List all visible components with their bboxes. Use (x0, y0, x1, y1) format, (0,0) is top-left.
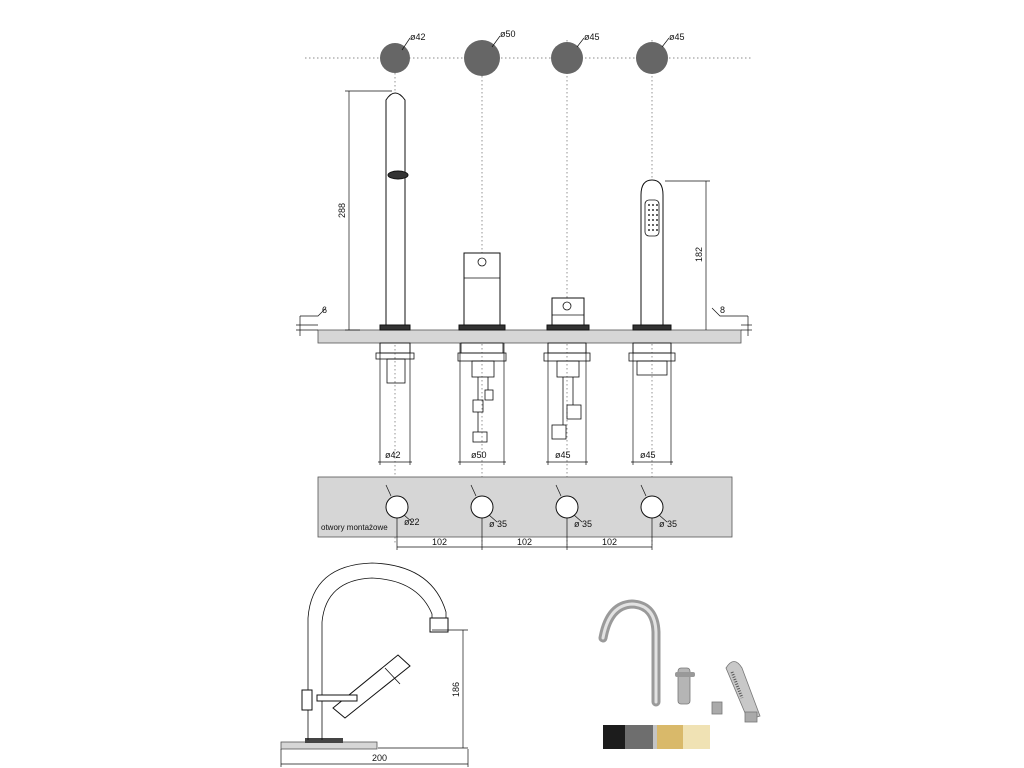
left-plate-thickness: 6 (322, 305, 327, 315)
side-width: 200 (372, 753, 387, 763)
spout (379, 92, 411, 331)
front-view: 288 182 6 8 ø42 ø50 (296, 90, 752, 465)
mount-hole-label-1: ø22 (404, 517, 420, 527)
spout-height: 288 (337, 203, 347, 218)
side-height: 186 (451, 682, 461, 697)
mounting-plate-view: ø22 ø 35 ø 35 ø 35 otwory montażowe 102 … (317, 476, 733, 550)
deck-plate (317, 329, 742, 344)
mount-hole-1 (385, 495, 409, 519)
mount-hole-2 (470, 495, 494, 519)
swatch-black (603, 725, 625, 749)
mounting-holes-label: otwory montażowe (321, 523, 388, 532)
spacing-3: 102 (602, 537, 617, 547)
top-hole-label-2: ø50 (500, 29, 516, 39)
top-hole-4 (636, 42, 668, 74)
top-hole-label-3: ø45 (584, 32, 600, 42)
mount-hole-label-4: ø 35 (659, 519, 677, 529)
finish-swatches (603, 725, 710, 749)
handshower (632, 179, 672, 331)
base-diameter-2: ø50 (471, 450, 487, 460)
right-plate-thickness: 8 (720, 305, 725, 315)
base-diameter-4: ø45 (640, 450, 656, 460)
handshower-height: 182 (694, 247, 704, 262)
product-render (598, 599, 761, 723)
top-hole-2 (464, 40, 500, 76)
mount-hole-label-2: ø 35 (489, 519, 507, 529)
base-diameter-1: ø42 (385, 450, 401, 460)
top-hole-3 (551, 42, 583, 74)
mount-hole-label-3: ø 35 (574, 519, 592, 529)
swatch-chrome (653, 725, 657, 749)
mixer-small (546, 297, 590, 331)
mount-hole-3 (555, 495, 579, 519)
base-diameter-3: ø45 (555, 450, 571, 460)
base-diameters: ø42 ø50 ø45 ø45 (378, 343, 673, 465)
under-deck-fixings (375, 342, 676, 443)
height-dimensions: 288 182 6 8 (296, 90, 752, 336)
top-hole-label-1: ø42 (410, 32, 426, 42)
spacing-2: 102 (517, 537, 532, 547)
spacing-1: 102 (432, 537, 447, 547)
top-hole-1 (380, 43, 410, 73)
swatch-graphite (625, 725, 653, 749)
top-view: ø42 ø50 ø45 ø45 (305, 29, 752, 545)
side-view: 186 200 (280, 562, 469, 767)
swatch-light-gold (683, 725, 710, 749)
side-deck (280, 741, 378, 750)
mount-hole-4 (640, 495, 664, 519)
mixer-large (458, 252, 506, 331)
top-hole-label-4: ø45 (669, 32, 685, 42)
swatch-gold (657, 725, 683, 749)
